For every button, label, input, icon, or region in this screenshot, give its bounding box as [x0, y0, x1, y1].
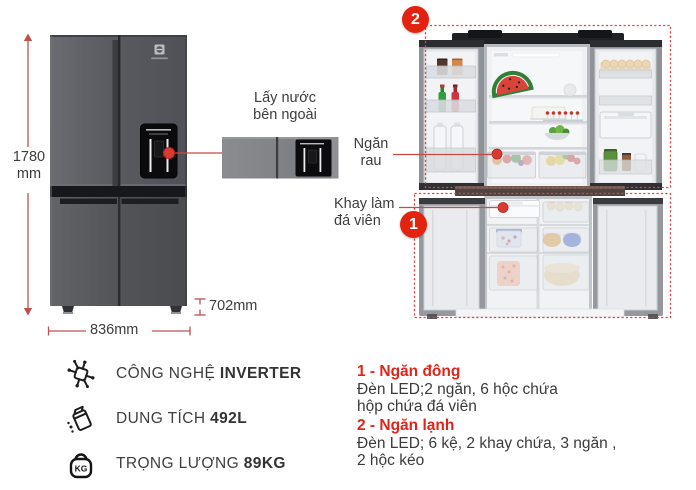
height-dimension-label: 1780 mm — [12, 149, 46, 182]
badge-1-freezer: 1 — [400, 211, 427, 238]
fridge-cavity — [484, 44, 590, 190]
height-dimension-line — [23, 33, 33, 316]
badge-2-fridge: 2 — [402, 6, 429, 33]
svg-text:KG: KG — [74, 464, 87, 474]
compartment-legend: 1 - Ngăn đông Đèn LED;2 ngăn, 6 hộc chứa… — [357, 363, 687, 471]
weight-kg-icon: KG — [62, 446, 99, 483]
legend-freezer: 1 - Ngăn đông Đèn LED;2 ngăn, 6 hộc chứa… — [357, 363, 687, 415]
ice-tray-pointer-dot — [497, 202, 509, 213]
legend-fridge-title: 2 - Ngăn lạnh — [357, 417, 455, 434]
dispenser-inset — [175, 137, 339, 179]
vegetable-callout-label: Ngăn rau — [353, 136, 389, 169]
vegetable-pointer-dot — [491, 148, 503, 160]
legend-fridge: 2 - Ngăn lạnh Đèn LED; 6 kệ, 2 khay chứa… — [357, 417, 687, 469]
ice-cube-tray — [489, 200, 540, 218]
depth-dimension-label: 702mm — [209, 298, 258, 314]
watermelon-slice — [491, 70, 534, 99]
ice-tray-callout-label: Khay làm đá viên — [334, 196, 395, 229]
feature-label: DUNG TÍCH 492L — [116, 410, 248, 427]
feature-capacity: DUNG TÍCH 492L — [62, 401, 301, 437]
width-dimension-label: 836mm — [90, 322, 139, 338]
water-dispenser — [140, 123, 178, 179]
feature-inverter: CÔNG NGHỆ INVERTER — [62, 356, 301, 392]
carton-icon — [62, 401, 99, 438]
electrolux-logo — [151, 44, 168, 60]
skewer-tray — [543, 111, 583, 122]
dispenser-callout-label: Lấy nước bên ngoài — [253, 90, 317, 123]
inverter-chip-icon — [62, 356, 99, 393]
dispenser-pointer-dot — [163, 147, 175, 159]
freezer-right-door — [593, 198, 663, 319]
depth-dimension-line — [194, 298, 206, 316]
feature-list: CÔNG NGHỆ INVERTER DUNG TÍCH 492L — [62, 356, 301, 482]
closed-fridge-illustration — [50, 35, 187, 314]
feature-weight: KG TRỌNG LƯỢNG 89KG — [62, 446, 301, 482]
width-dimension-line — [47, 326, 191, 336]
open-fridge-illustration — [419, 30, 663, 319]
fridge-left-door — [419, 40, 484, 190]
legend-freezer-title: 1 - Ngăn đông — [357, 363, 461, 380]
freezer-section-outline — [413, 192, 672, 319]
fridge-section-outline — [424, 24, 672, 189]
feature-label: CÔNG NGHỆ INVERTER — [116, 365, 302, 382]
feature-label: TRỌNG LƯỢNG 89KG — [116, 455, 286, 472]
freezer-left-door — [419, 198, 485, 319]
freezer-cavity — [484, 196, 592, 312]
salad-bowl — [545, 125, 570, 140]
fridge-right-door — [590, 40, 662, 190]
